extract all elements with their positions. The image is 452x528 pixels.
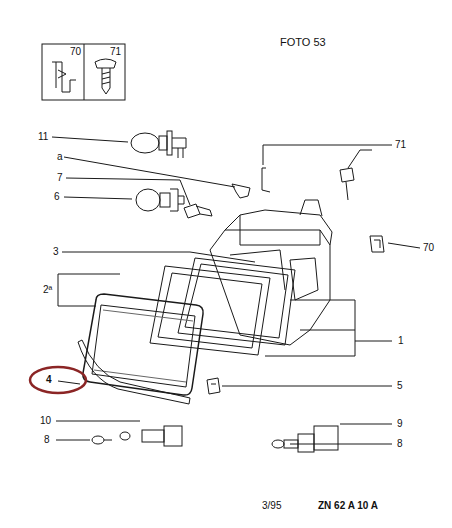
leader-line xyxy=(56,421,140,422)
bracket xyxy=(58,274,120,306)
screw-71 xyxy=(262,150,372,200)
callout-number: 8 xyxy=(44,434,50,446)
gasket xyxy=(178,258,295,345)
leader-line xyxy=(58,381,80,384)
highlight-ring xyxy=(30,367,86,393)
clip-70 xyxy=(370,236,384,252)
bulb-10 xyxy=(92,426,182,446)
clip-5 xyxy=(207,378,220,394)
screw-icon xyxy=(95,59,116,94)
callout-number: 71 xyxy=(395,139,406,151)
callout-number: 4 xyxy=(46,374,52,386)
leader-line xyxy=(340,424,392,425)
bracket xyxy=(265,300,392,356)
callout-number: 9 xyxy=(397,418,403,430)
callout-number: 71 xyxy=(110,46,121,58)
callout-number: 10 xyxy=(40,415,51,427)
leader-line xyxy=(290,444,392,445)
key-divider xyxy=(84,44,85,100)
clip-icon xyxy=(52,62,76,92)
bulb-9 xyxy=(272,426,338,452)
callout-number: 70 xyxy=(70,46,81,58)
callout-number: 5 xyxy=(397,380,403,392)
leader-line xyxy=(388,243,420,248)
leader-line xyxy=(52,137,128,142)
clip-a xyxy=(232,184,250,198)
key-box xyxy=(42,44,125,100)
callout-number: 70 xyxy=(423,242,434,254)
leader-line xyxy=(64,197,132,199)
callout-number: 8 xyxy=(397,438,403,450)
photo-title: FOTO 53 xyxy=(280,36,326,48)
callout-number: 7 xyxy=(57,172,63,184)
bulb-6 xyxy=(136,189,184,211)
bulb-7 xyxy=(184,204,212,218)
reflector-frame-3 xyxy=(150,266,270,355)
callout-number: 3 xyxy=(53,246,59,258)
callout-number: 1 xyxy=(398,335,404,347)
leader-line xyxy=(66,178,190,205)
leader-line xyxy=(263,145,392,165)
callout-number: 2ª xyxy=(43,284,52,296)
callout-number: 11 xyxy=(38,131,48,143)
lens-2a xyxy=(83,294,203,395)
leader-line xyxy=(56,440,90,441)
leader-line xyxy=(64,157,235,187)
bulb-11 xyxy=(131,131,186,158)
drawing-code: 3/95 xyxy=(262,500,281,512)
callout-number: 6 xyxy=(54,191,60,203)
leader-line xyxy=(222,386,392,387)
callout-number: a xyxy=(57,151,63,163)
drawing-code: ZN 62 A 10 A xyxy=(318,500,378,512)
leader-line xyxy=(62,252,255,262)
trim-strip-4 xyxy=(78,340,190,404)
